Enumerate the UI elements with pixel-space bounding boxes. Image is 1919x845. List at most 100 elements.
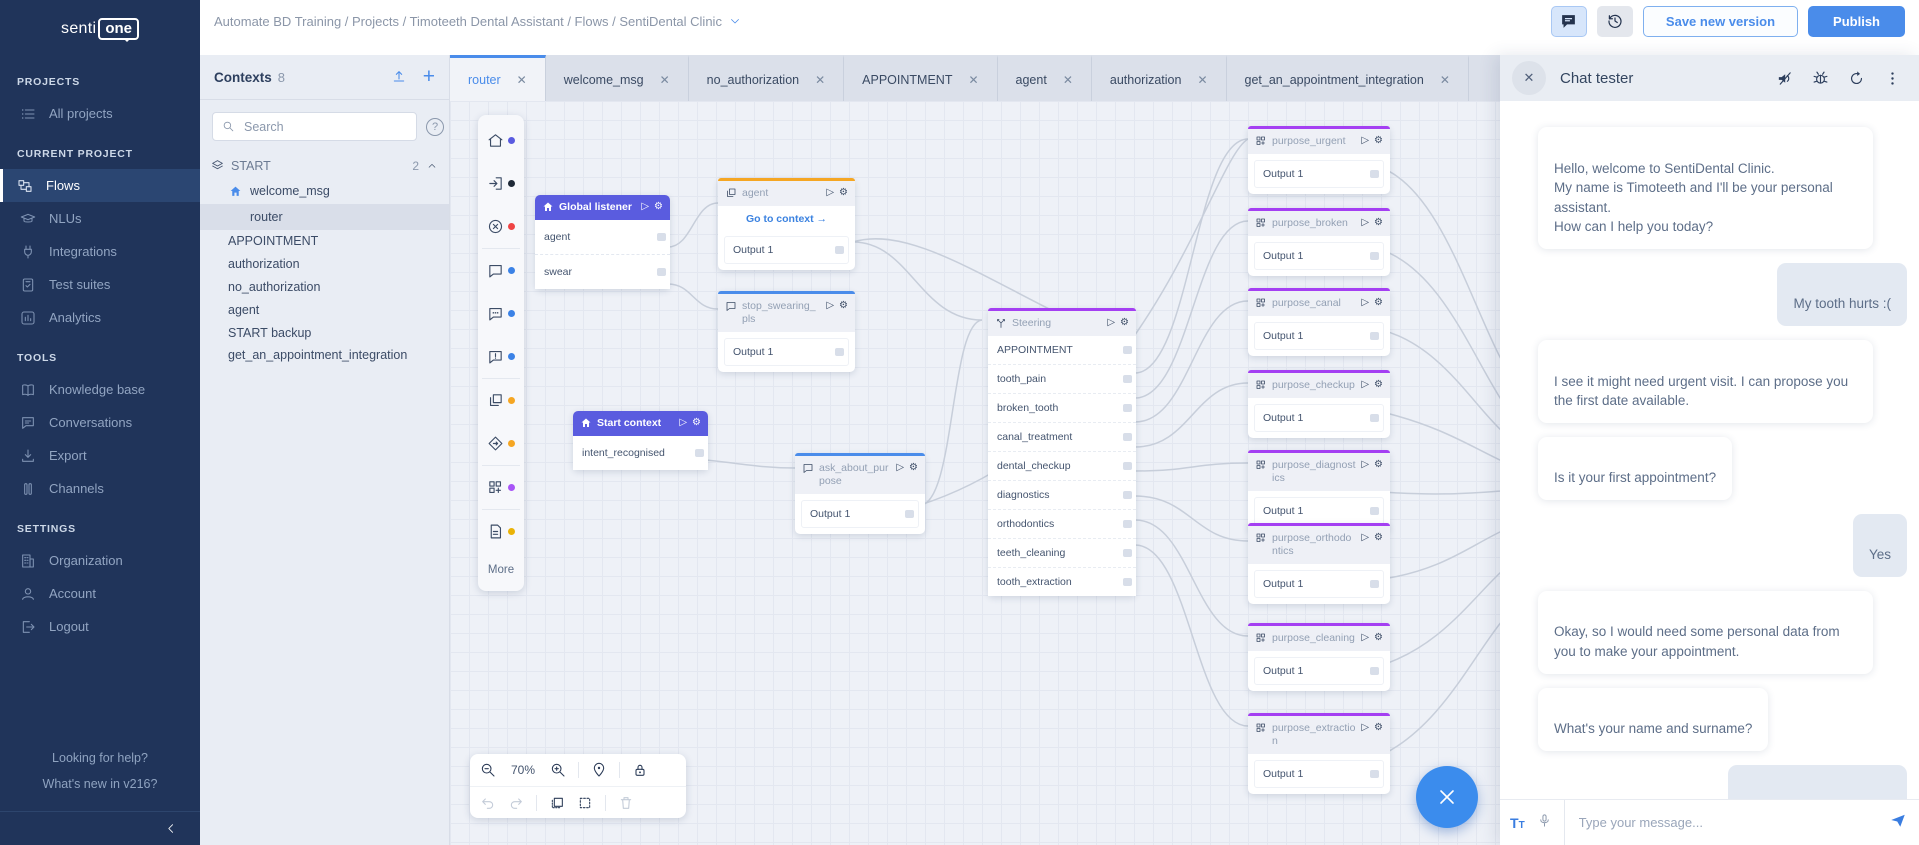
- play-icon[interactable]: ▷: [1107, 317, 1116, 328]
- flow-tab[interactable]: router ✕: [450, 55, 546, 101]
- tab-close-icon[interactable]: ✕: [1439, 72, 1450, 87]
- tab-close-icon[interactable]: ✕: [968, 72, 979, 87]
- output-port[interactable]: [905, 510, 914, 519]
- chat-message-list[interactable]: Hello, welcome to SentiDental Clinic. My…: [1500, 101, 1919, 799]
- context-group[interactable]: no_authorization: [200, 276, 449, 299]
- output-port[interactable]: [1123, 491, 1132, 500]
- zoom-in-icon[interactable]: [550, 762, 566, 778]
- context-group[interactable]: START backup: [200, 322, 449, 345]
- output-port[interactable]: [1123, 433, 1132, 442]
- node-purpose[interactable]: purpose_urgent ▷⚙ Output 1: [1248, 126, 1390, 195]
- context-group[interactable]: APPOINTMENT: [200, 230, 449, 253]
- flow-tab[interactable]: agent ✕: [998, 55, 1092, 101]
- flow-tab[interactable]: APPOINTMENT ✕: [844, 55, 998, 101]
- comments-button[interactable]: [1550, 5, 1587, 37]
- close-chat-button[interactable]: ✕: [1512, 61, 1546, 95]
- gear-icon[interactable]: ⚙: [1374, 459, 1383, 470]
- context-group[interactable]: authorization: [200, 253, 449, 276]
- play-icon[interactable]: ▷: [1361, 459, 1370, 470]
- output-port[interactable]: [695, 449, 704, 458]
- play-icon[interactable]: ▷: [826, 300, 835, 311]
- select-area-icon[interactable]: [577, 795, 593, 811]
- chat-message-input[interactable]: [1576, 814, 1877, 831]
- context-item-router[interactable]: router: [200, 204, 449, 230]
- output-row[interactable]: Output 1: [1254, 160, 1384, 189]
- output-port[interactable]: [1370, 667, 1379, 676]
- steering-branch-row[interactable]: tooth_pain: [988, 364, 1136, 394]
- output-port[interactable]: [1370, 414, 1379, 423]
- play-icon[interactable]: ▷: [1361, 297, 1370, 308]
- output-port[interactable]: [1123, 462, 1132, 471]
- output-port[interactable]: [1370, 770, 1379, 779]
- tab-close-icon[interactable]: ✕: [659, 72, 670, 87]
- output-row[interactable]: Output 1: [1254, 322, 1384, 351]
- sidebar-item-test-suites[interactable]: Test suites: [0, 268, 200, 301]
- play-icon[interactable]: ▷: [1361, 722, 1370, 733]
- node-purpose[interactable]: purpose_broken ▷⚙ Output 1: [1248, 208, 1390, 277]
- sidebar-item-nlus[interactable]: NLUs: [0, 202, 200, 235]
- context-group-start[interactable]: START 2: [200, 153, 449, 178]
- play-icon[interactable]: ▷: [826, 187, 835, 198]
- breadcrumb[interactable]: Automate BD Training / Projects / Timote…: [214, 14, 741, 29]
- gear-icon[interactable]: ⚙: [839, 187, 848, 198]
- steering-branch-row[interactable]: orthodontics: [988, 509, 1136, 539]
- output-port[interactable]: [1123, 549, 1132, 558]
- gear-icon[interactable]: ⚙: [1374, 532, 1383, 543]
- sidebar-item-analytics[interactable]: Analytics: [0, 301, 200, 334]
- palette-decision-tool[interactable]: [478, 422, 524, 465]
- output-port[interactable]: [1370, 170, 1379, 179]
- center-pin-icon[interactable]: [591, 762, 607, 778]
- sidebar-item-knowledge-base[interactable]: Knowledge base: [0, 373, 200, 406]
- node-purpose[interactable]: purpose_extraction ▷⚙ Output 1: [1248, 713, 1390, 795]
- gear-icon[interactable]: ⚙: [1120, 317, 1129, 328]
- redo-icon[interactable]: [508, 795, 524, 811]
- tab-close-icon[interactable]: ✕: [1062, 72, 1073, 87]
- restart-icon[interactable]: [1848, 70, 1865, 87]
- sidebar-item-channels[interactable]: Channels: [0, 472, 200, 505]
- sidebar-item-organization[interactable]: Organization: [0, 544, 200, 577]
- sidebar-item-account[interactable]: Account: [0, 577, 200, 610]
- trash-icon[interactable]: [618, 795, 634, 811]
- node-purpose[interactable]: purpose_diagnostics ▷⚙ Output 1: [1248, 450, 1390, 532]
- output-port[interactable]: [1370, 252, 1379, 261]
- undo-icon[interactable]: [480, 795, 496, 811]
- search-input[interactable]: [242, 118, 407, 135]
- play-icon[interactable]: ▷: [1361, 217, 1370, 228]
- tab-close-icon[interactable]: ✕: [1197, 72, 1208, 87]
- steering-branch-row[interactable]: diagnostics: [988, 480, 1136, 510]
- gear-icon[interactable]: ⚙: [1374, 722, 1383, 733]
- palette-go-to-context-tool[interactable]: [478, 379, 524, 422]
- save-new-version-button[interactable]: Save new version: [1642, 5, 1799, 37]
- palette-end-tool[interactable]: [478, 205, 524, 248]
- play-icon[interactable]: ▷: [1361, 135, 1370, 146]
- gear-icon[interactable]: ⚙: [692, 417, 701, 428]
- sidebar-item-all-projects[interactable]: All projects: [0, 97, 200, 130]
- palette-start-context-tool[interactable]: [478, 119, 524, 162]
- flow-tab[interactable]: get_an_appointment_integration ✕: [1227, 55, 1469, 101]
- palette-entry-tool[interactable]: [478, 162, 524, 205]
- gear-icon[interactable]: ⚙: [1374, 297, 1383, 308]
- output-row[interactable]: Output 1: [801, 500, 919, 529]
- play-icon[interactable]: ▷: [679, 417, 688, 428]
- output-port[interactable]: [1370, 580, 1379, 589]
- node-purpose[interactable]: purpose_canal ▷⚙ Output 1: [1248, 288, 1390, 357]
- tab-close-icon[interactable]: ✕: [516, 72, 527, 87]
- sidebar-item-export[interactable]: Export: [0, 439, 200, 472]
- palette-more-button[interactable]: More: [487, 564, 515, 576]
- microphone-icon[interactable]: [1537, 813, 1552, 833]
- context-group[interactable]: get_an_appointment_integration: [200, 344, 449, 367]
- output-row[interactable]: Output 1: [1254, 570, 1384, 599]
- sidebar-item-flows[interactable]: Flows: [0, 169, 200, 202]
- play-icon[interactable]: ▷: [641, 201, 650, 212]
- output-port[interactable]: [1123, 404, 1132, 413]
- flow-tab[interactable]: welcome_msg ✕: [546, 55, 689, 101]
- lock-icon[interactable]: [632, 762, 648, 778]
- context-item-welcome-msg[interactable]: welcome_msg: [200, 178, 449, 204]
- play-icon[interactable]: ▷: [1361, 379, 1370, 390]
- gear-icon[interactable]: ⚙: [839, 300, 848, 311]
- steering-branch-row[interactable]: dental_checkup: [988, 451, 1136, 481]
- steering-branch-row[interactable]: canal_treatment: [988, 422, 1136, 452]
- output-row[interactable]: Output 1: [1254, 242, 1384, 271]
- add-context-button[interactable]: +: [422, 64, 435, 88]
- steering-branch-row[interactable]: tooth_extraction: [988, 567, 1136, 597]
